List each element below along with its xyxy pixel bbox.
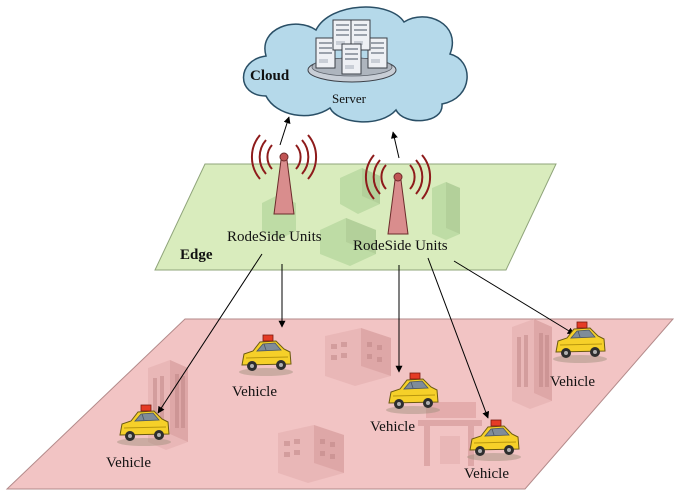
rsu-right-label: RodeSide Units: [353, 238, 448, 254]
arrow-to-vehicle-4: [427, 257, 490, 419]
vehicle-label: Vehicle: [370, 419, 415, 435]
arrow-rsu-left-to-cloud: [279, 116, 291, 146]
arrow-rsu-right-to-cloud: [391, 131, 400, 159]
cloud-title: Cloud: [250, 68, 290, 84]
vehicle-label: Vehicle: [464, 466, 509, 482]
rsu-left-label: RodeSide Units: [227, 229, 322, 245]
edge-title: Edge: [180, 247, 213, 263]
arrow-to-vehicle-5: [453, 260, 575, 335]
server-label: Server: [332, 91, 367, 106]
vehicle-label: Vehicle: [550, 374, 595, 390]
server-icon: [307, 19, 397, 83]
connection-arrows: [157, 116, 575, 419]
vehicle-label: Vehicle: [232, 384, 277, 400]
edge-layer-plane: [154, 163, 557, 271]
vehicle-label: Vehicle: [106, 455, 151, 471]
building-icon: [262, 168, 460, 266]
arrow-to-vehicle-1: [157, 253, 263, 414]
